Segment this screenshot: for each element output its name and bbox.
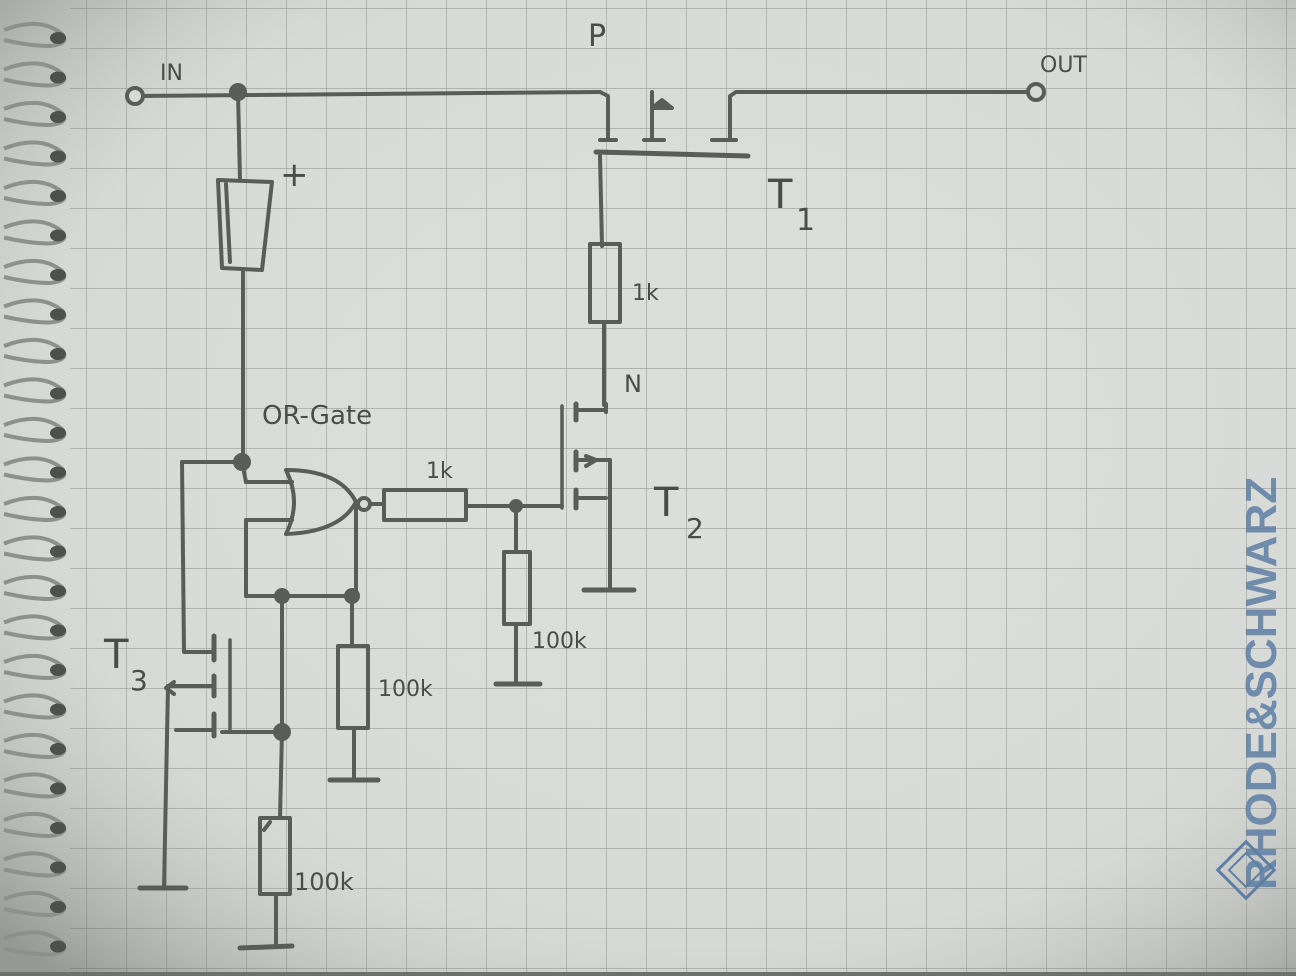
t1-label: T	[767, 172, 793, 218]
spiral-hole	[50, 308, 66, 321]
wire-in-down	[236, 90, 242, 182]
spiral-hole	[50, 71, 66, 84]
t3-subscript: 3	[130, 664, 148, 697]
t2-transistor	[560, 401, 637, 593]
spiral-hole	[50, 427, 66, 439]
p-label: P	[588, 19, 606, 54]
spiral-hole	[50, 743, 66, 755]
r-pulldown-bottom-label: 100k	[294, 868, 354, 896]
resistor-100k-bottom	[237, 730, 295, 951]
notebook-brand: RHODE&SCHWARZ	[1215, 477, 1286, 901]
brand-text: RHODE&SCHWARZ	[1237, 477, 1286, 890]
spiral-hole	[50, 190, 66, 202]
t3-label: T	[103, 632, 129, 678]
spiral-hole	[50, 111, 66, 123]
spiral-hole	[50, 822, 66, 834]
t2-subscript: 2	[686, 512, 704, 545]
schematic	[125, 82, 1046, 951]
spiral-hole	[50, 624, 66, 637]
resistor-1k-or	[368, 488, 564, 522]
r-pulldown-or-label: 100k	[378, 677, 433, 702]
r-or-out-label: 1k	[426, 459, 453, 484]
resistor-1k-t1	[588, 242, 622, 407]
spiral-hole	[50, 348, 66, 360]
t2-label: T	[653, 480, 679, 526]
spiral-hole	[50, 229, 66, 242]
spiral-hole	[50, 269, 66, 281]
resistor-100k-or	[327, 594, 381, 783]
spiral-hole	[50, 545, 66, 558]
spiral-hole	[50, 387, 66, 400]
or-gate	[180, 460, 372, 598]
t1-transistor	[593, 90, 751, 248]
in-label: IN	[160, 61, 183, 86]
spiral-hole	[50, 861, 66, 874]
labels: IN P OUT + T 1 1k N OR-Gate 1k T 2 100k …	[103, 19, 1087, 896]
spiral-hole	[50, 466, 66, 479]
out-label: OUT	[1040, 53, 1087, 78]
capacitor	[216, 178, 274, 272]
spiral-hole	[50, 32, 66, 44]
spiral-hole	[50, 150, 66, 163]
in-terminal	[125, 86, 145, 106]
resistor-100k-t2	[493, 504, 543, 687]
or-gate-label: OR-Gate	[262, 401, 372, 431]
spiral-hole	[50, 782, 66, 795]
brand-logo	[1215, 839, 1277, 901]
spiral-hole	[50, 901, 66, 913]
n-label: N	[624, 370, 642, 398]
spiral-hole	[50, 585, 66, 597]
spiral-hole	[50, 664, 66, 676]
r-gate-t1-label: 1k	[632, 281, 659, 306]
spiral-binding	[3, 21, 67, 957]
top-rail-left	[133, 90, 602, 98]
spiral-hole	[50, 703, 66, 716]
out-terminal	[1026, 82, 1046, 102]
spiral-hole	[50, 940, 66, 953]
r-pulldown-t2-label: 100k	[532, 629, 587, 654]
spiral-hole	[50, 506, 66, 518]
t1-subscript: 1	[796, 203, 815, 238]
capacitor-polarity-label: +	[280, 155, 309, 195]
